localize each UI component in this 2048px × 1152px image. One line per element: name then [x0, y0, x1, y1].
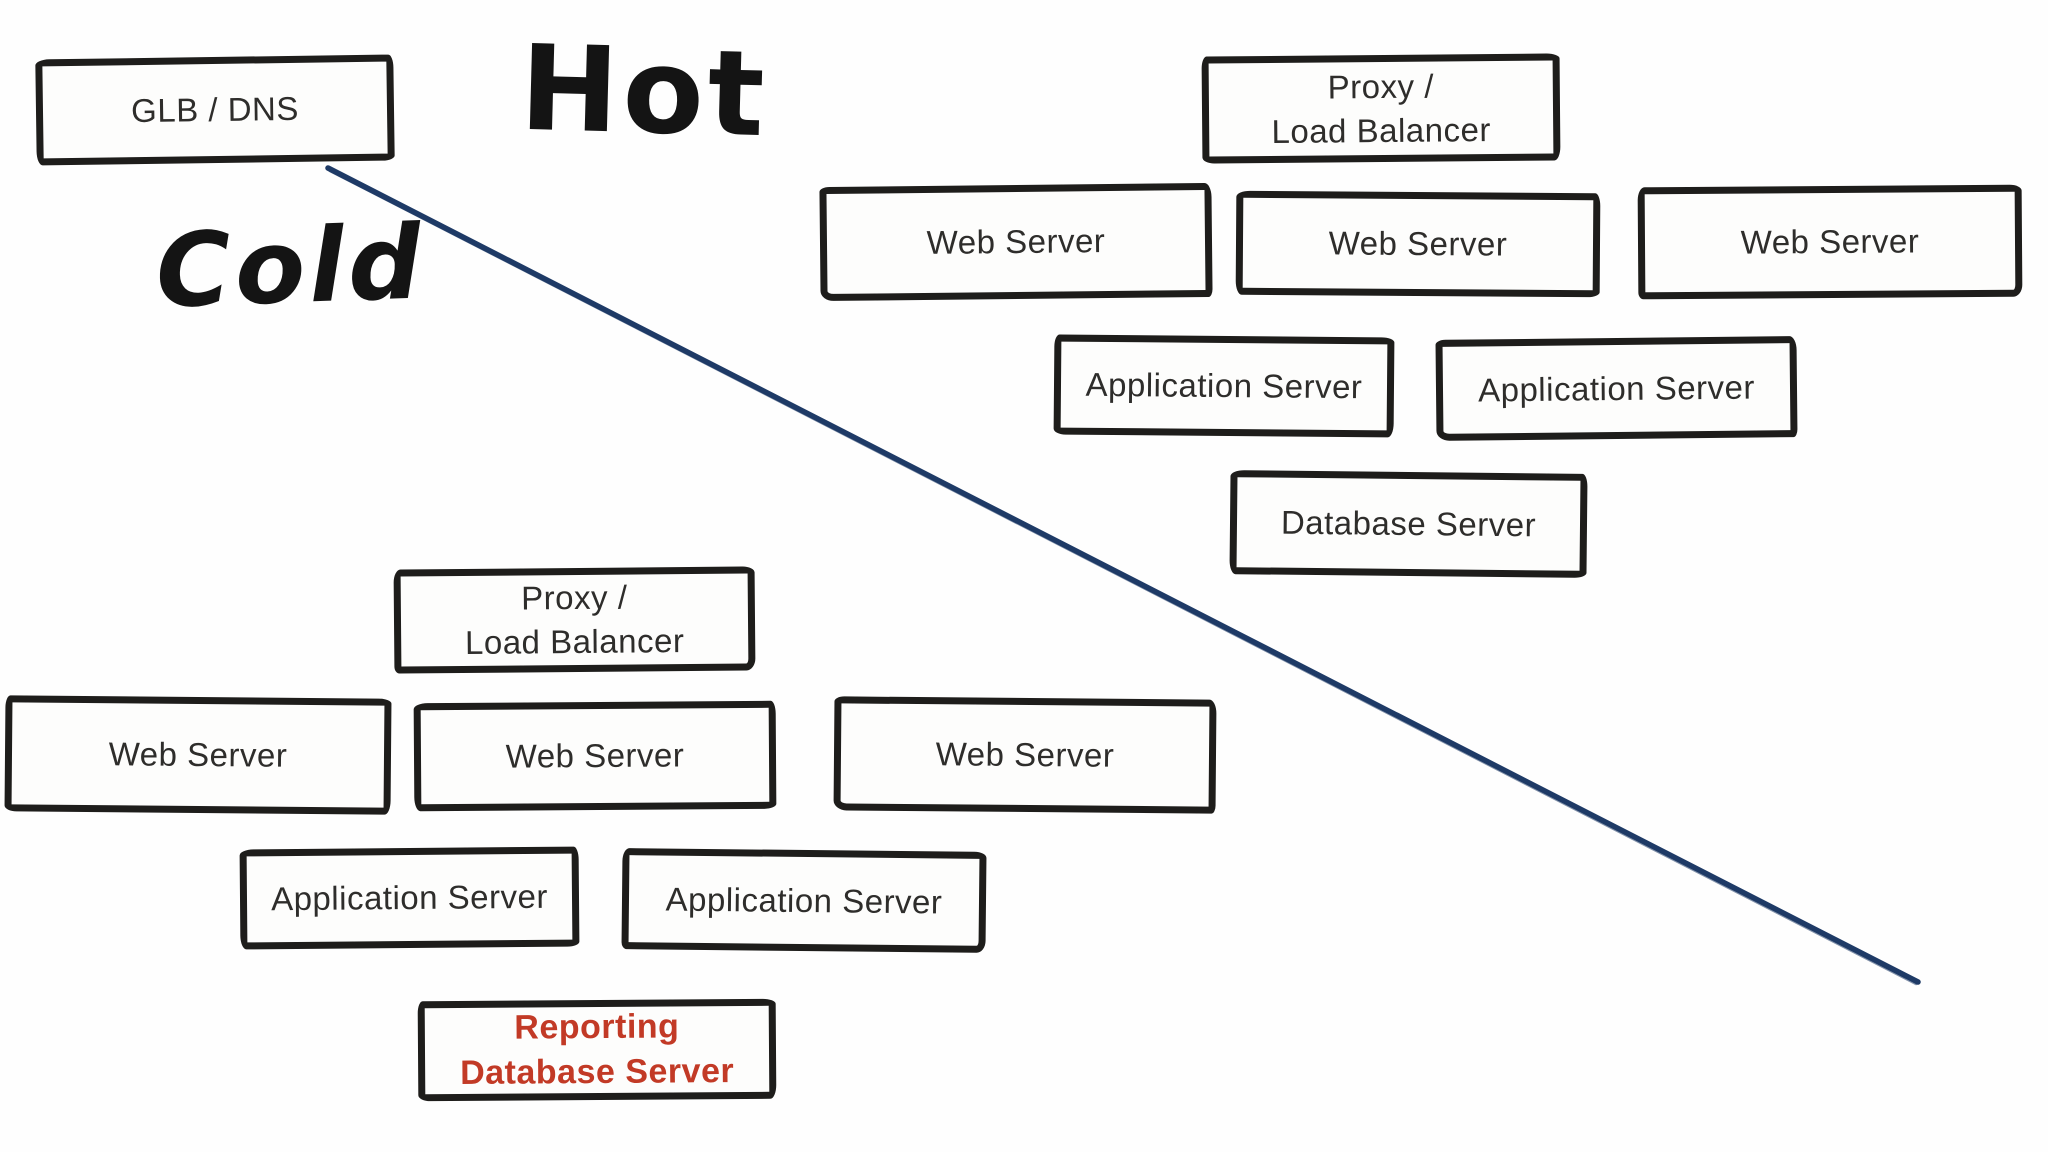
cold-web-server-1-label: Web Server [108, 735, 288, 774]
cold-reporting-database-server-box: Reporting Database Server [417, 998, 777, 1102]
hot-web-server-3-box: Web Server [1637, 184, 2023, 300]
cold-web-server-2-label: Web Server [505, 736, 685, 775]
glb-dns-label: GLB / DNS [130, 90, 300, 130]
hot-web-server-2-box: Web Server [1235, 190, 1601, 298]
hot-application-server-2-label: Application Server [1477, 368, 1756, 409]
cold-zone-label: Cold [154, 203, 427, 332]
hot-web-server-2-label: Web Server [1328, 224, 1508, 263]
cold-proxy-load-balancer-label: Proxy / Load Balancer [464, 578, 685, 661]
hot-proxy-load-balancer-label: Proxy / Load Balancer [1271, 67, 1492, 150]
cold-reporting-database-server-label: Reporting Database Server [460, 1007, 735, 1092]
hot-application-server-1-label: Application Server [1085, 366, 1363, 406]
cold-application-server-1-box: Application Server [239, 846, 580, 950]
cold-application-server-1-label: Application Server [270, 878, 549, 918]
hot-proxy-load-balancer-box: Proxy / Load Balancer [1201, 53, 1561, 164]
hot-web-server-3-label: Web Server [1740, 222, 1920, 261]
cold-web-server-3-box: Web Server [833, 696, 1217, 814]
hot-zone-label: Hot [518, 18, 770, 164]
cold-web-server-1-box: Web Server [4, 695, 392, 815]
cold-web-server-3-label: Web Server [935, 735, 1115, 774]
cold-web-server-2-box: Web Server [413, 700, 777, 812]
hot-application-server-1-box: Application Server [1053, 334, 1395, 438]
hot-database-server-label: Database Server [1280, 503, 1537, 544]
glb-dns-box: GLB / DNS [35, 54, 395, 166]
hot-web-server-1-label: Web Server [926, 222, 1106, 262]
cold-proxy-load-balancer-box: Proxy / Load Balancer [393, 566, 756, 674]
hot-database-server-box: Database Server [1229, 470, 1588, 578]
cold-application-server-2-box: Application Server [621, 848, 987, 953]
cold-application-server-2-label: Application Server [665, 880, 943, 921]
hot-application-server-2-box: Application Server [1435, 336, 1798, 441]
hot-web-server-1-box: Web Server [819, 182, 1213, 302]
